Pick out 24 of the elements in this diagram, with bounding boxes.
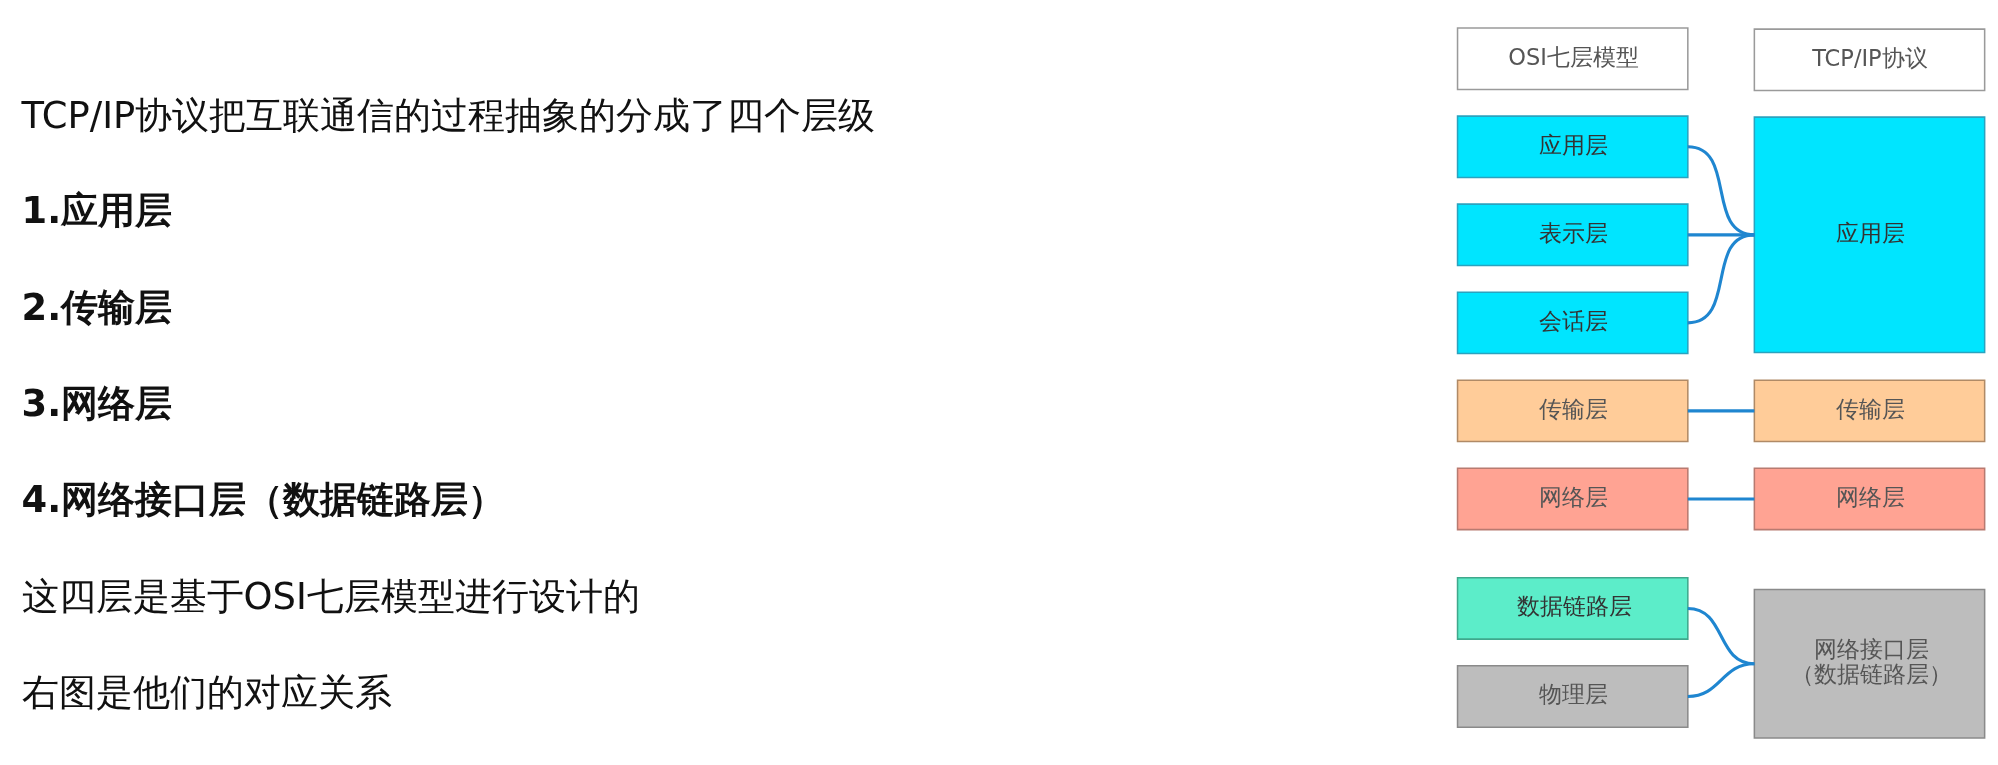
label: 3.网络层 — [21, 381, 173, 425]
node-box: 表示层 — [1456, 202, 1689, 266]
node-box: 应用层 — [1753, 115, 1986, 353]
connector — [1687, 661, 1755, 698]
node-box: 应用层 — [1456, 114, 1689, 178]
connector — [1687, 408, 1755, 412]
node-box: 传输层 — [1753, 378, 1986, 442]
node-box: 物理层 — [1456, 664, 1689, 728]
label: 2.传输层 — [21, 285, 173, 329]
label: 1.应用层 — [21, 188, 173, 232]
label: 4.网络接口层（数据链路层） — [21, 477, 506, 521]
node-box: OSI七层模型 — [1456, 26, 1689, 90]
node-box: TCP/IP协议 — [1753, 27, 1986, 91]
node-box: 数据链路层 — [1456, 576, 1689, 640]
connector — [1687, 232, 1755, 324]
node-box: 会话层 — [1456, 290, 1689, 354]
node-box: 网络层 — [1753, 466, 1986, 530]
node-box: 网络层 — [1456, 466, 1689, 530]
node-box: 传输层 — [1456, 378, 1689, 442]
node-box: 网络接口层 （数据链路层） — [1753, 588, 1986, 739]
label: TCP/IP协议把互联通信的过程抽象的分成了四个层级 — [21, 93, 876, 137]
label: 这四层是基于OSI七层模型进行设计的 — [21, 574, 640, 618]
connector — [1687, 496, 1755, 500]
label: 右图是他们的对应关系 — [21, 670, 392, 714]
